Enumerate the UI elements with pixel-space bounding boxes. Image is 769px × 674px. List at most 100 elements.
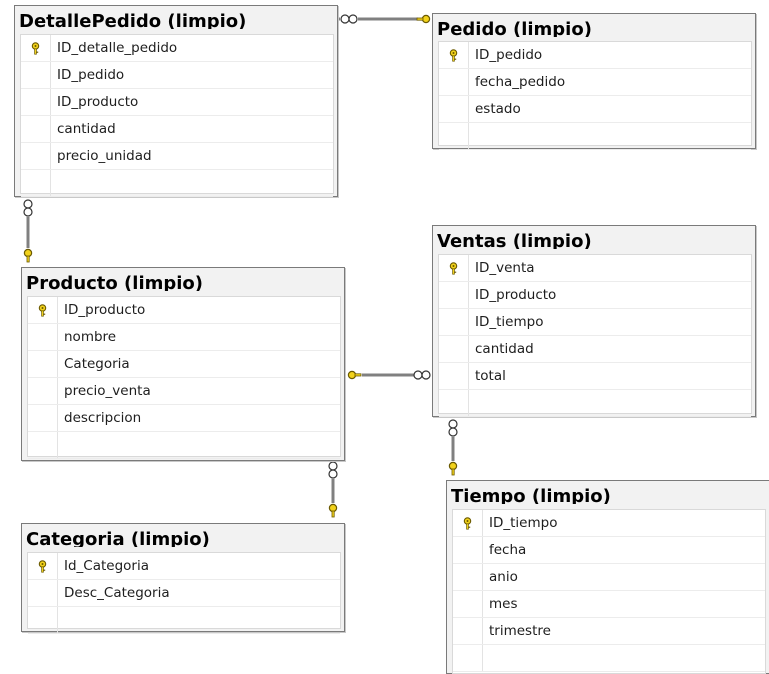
row-selector [21, 35, 51, 61]
row-selector [21, 89, 51, 115]
many-end-infinity-icon [448, 419, 458, 437]
column-row[interactable]: precio_venta [28, 378, 340, 405]
primary-key-icon [30, 41, 41, 55]
table-title: Categoria (limpio) [26, 529, 210, 547]
column-name: anio [489, 568, 518, 585]
row-selector [439, 390, 469, 416]
many-end-infinity-icon [340, 14, 358, 24]
column-row[interactable]: fecha_pedido [439, 69, 751, 96]
row-selector [28, 580, 58, 606]
row-selector [28, 432, 58, 458]
row-selector [439, 255, 469, 281]
row-selector [28, 324, 58, 350]
one-end-key-icon [416, 14, 431, 24]
empty-row[interactable] [28, 607, 340, 634]
column-name: ID_producto [64, 301, 146, 318]
column-name: Id_Categoria [64, 557, 150, 574]
column-row[interactable]: ID_producto [439, 282, 751, 309]
column-row[interactable]: ID_tiempo [453, 510, 765, 537]
table-title: Tiempo (limpio) [451, 486, 611, 504]
row-selector [453, 645, 483, 671]
row-selector [28, 297, 58, 323]
column-name: total [475, 367, 506, 384]
empty-row[interactable] [21, 170, 333, 197]
column-name: fecha_pedido [475, 73, 566, 90]
column-name: nombre [64, 328, 117, 345]
column-row[interactable]: ID_tiempo [439, 309, 751, 336]
column-row[interactable]: descripcion [28, 405, 340, 432]
column-row[interactable]: trimestre [453, 618, 765, 645]
table-detallepedido[interactable]: DetallePedido (limpio) ID_detalle_pedido… [14, 5, 338, 197]
table-title: Producto (limpio) [26, 273, 204, 291]
column-row[interactable]: total [439, 363, 751, 390]
column-row[interactable]: fecha [453, 537, 765, 564]
column-row[interactable]: ID_producto [28, 297, 340, 324]
row-selector [21, 116, 51, 142]
relationship-ventas-producto[interactable] [347, 370, 431, 380]
row-selector [21, 170, 51, 196]
column-row[interactable]: cantidad [21, 116, 333, 143]
relationship-producto-categoria[interactable] [328, 461, 338, 518]
column-name: ID_tiempo [475, 313, 544, 330]
empty-row[interactable] [28, 432, 340, 459]
one-end-key-icon [347, 370, 362, 380]
column-row[interactable]: nombre [28, 324, 340, 351]
column-row[interactable]: precio_unidad [21, 143, 333, 170]
column-row[interactable]: Desc_Categoria [28, 580, 340, 607]
relationship-ventas-tiempo[interactable] [448, 419, 458, 476]
relationship-detallepedido-pedido[interactable] [338, 14, 431, 24]
row-selector [21, 143, 51, 169]
column-name: ID_producto [57, 93, 139, 110]
row-selector [453, 537, 483, 563]
column-name: estado [475, 100, 521, 117]
column-row[interactable]: Id_Categoria [28, 553, 340, 580]
many-end-infinity-icon [413, 370, 431, 380]
column-name: trimestre [489, 622, 551, 639]
row-selector [28, 553, 58, 579]
column-row[interactable]: ID_producto [21, 89, 333, 116]
one-end-key-icon [448, 461, 458, 476]
column-name: fecha [489, 541, 527, 558]
relationship-detallepedido-producto[interactable] [23, 199, 33, 263]
empty-row[interactable] [453, 645, 765, 672]
row-selector [439, 96, 469, 122]
many-end-infinity-icon [23, 199, 33, 217]
row-selector [439, 282, 469, 308]
column-name: Desc_Categoria [64, 584, 170, 601]
empty-row[interactable] [439, 390, 751, 417]
column-row[interactable]: ID_pedido [439, 42, 751, 69]
row-selector [439, 69, 469, 95]
one-end-key-icon [23, 248, 33, 263]
table-title: Pedido (limpio) [437, 19, 592, 37]
column-name: Categoria [64, 355, 130, 372]
column-name: ID_producto [475, 286, 557, 303]
row-selector [453, 510, 483, 536]
row-selector [439, 123, 469, 149]
row-selector [439, 309, 469, 335]
column-row[interactable]: ID_detalle_pedido [21, 35, 333, 62]
row-selector [439, 42, 469, 68]
column-row[interactable]: mes [453, 591, 765, 618]
row-selector [28, 378, 58, 404]
column-name: ID_pedido [57, 66, 125, 83]
column-row[interactable]: cantidad [439, 336, 751, 363]
column-row[interactable]: anio [453, 564, 765, 591]
row-selector [28, 351, 58, 377]
column-row[interactable]: ID_pedido [21, 62, 333, 89]
column-row[interactable]: ID_venta [439, 255, 751, 282]
column-name: ID_tiempo [489, 514, 558, 531]
column-name: cantidad [475, 340, 534, 357]
column-row[interactable]: Categoria [28, 351, 340, 378]
column-name: precio_unidad [57, 147, 152, 164]
column-row[interactable]: estado [439, 96, 751, 123]
empty-row[interactable] [439, 123, 751, 150]
